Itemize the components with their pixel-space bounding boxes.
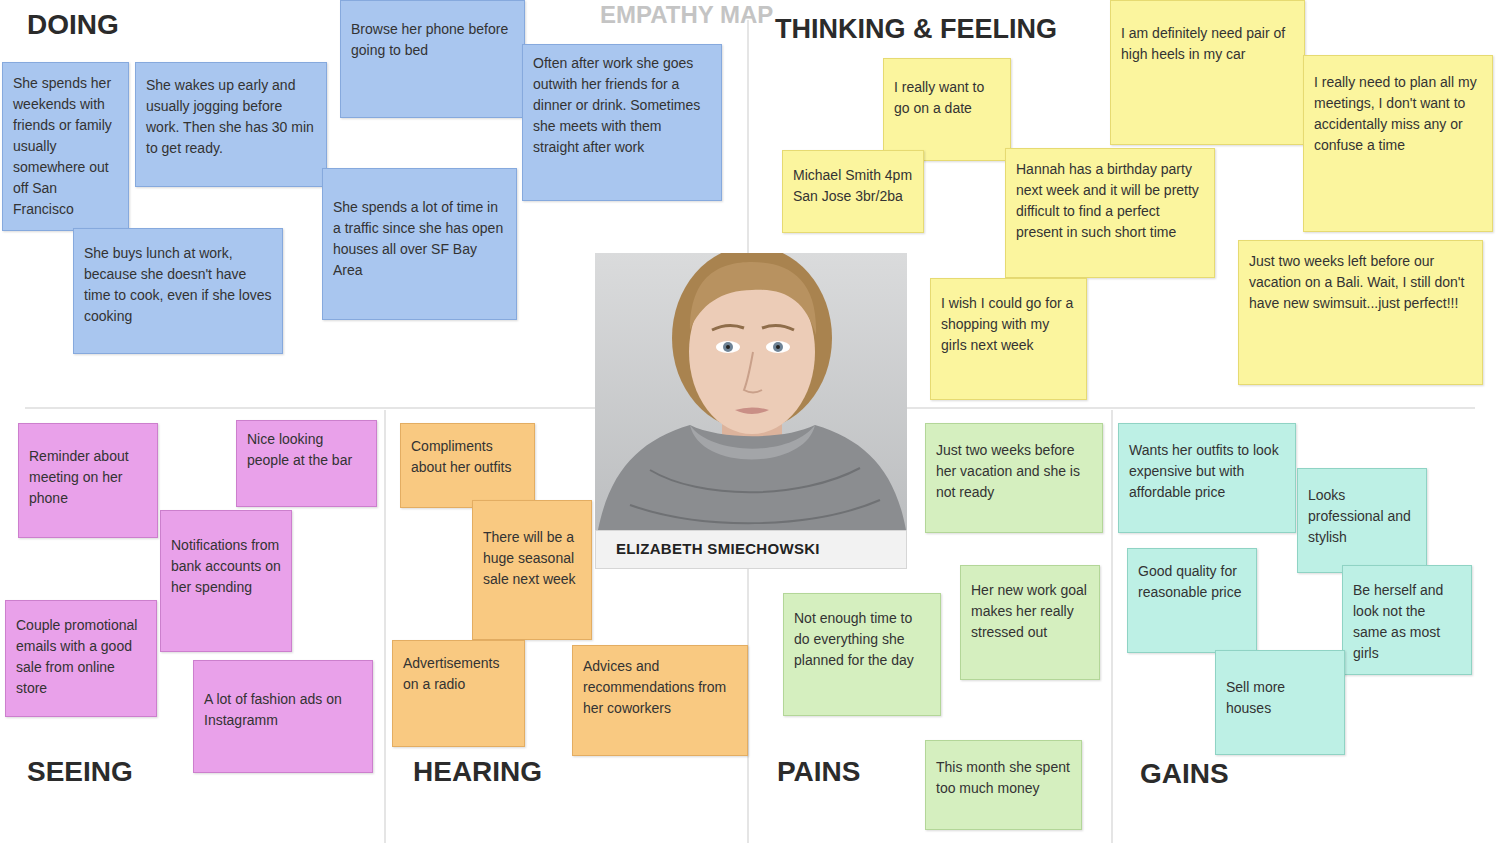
scarf — [598, 425, 906, 530]
sticky-note: This month she spent too much money — [925, 740, 1082, 830]
section-heading: SEEING — [27, 757, 133, 788]
sticky-note: Hannah has a birthday party next week an… — [1005, 148, 1215, 278]
note-text: I really want to go on a date — [894, 77, 1000, 119]
note-text: Nice looking people at the bar — [247, 429, 366, 471]
hair-front — [690, 262, 816, 335]
pupil — [726, 345, 730, 349]
nose — [744, 352, 762, 393]
sticky-note: Good quality for reasonable price — [1127, 548, 1257, 653]
section-heading: DOING — [27, 10, 119, 41]
divider-line — [384, 410, 386, 843]
note-text: Advertisements on a radio — [403, 653, 514, 695]
eye — [766, 341, 790, 353]
sticky-note: I wish I could go for a shopping with my… — [930, 278, 1087, 400]
note-text: I wish I could go for a shopping with my… — [941, 293, 1076, 356]
sticky-note: Sell more houses — [1215, 650, 1345, 755]
divider-line — [747, 20, 749, 253]
scarf-fold — [690, 425, 815, 460]
note-text: Reminder about meeting on her phone — [29, 446, 147, 509]
divider-line — [907, 407, 1475, 409]
note-text: There will be a huge seasonal sale next … — [483, 527, 581, 590]
note-text: She spends a lot of time in a traffic si… — [333, 197, 506, 281]
sticky-note: There will be a huge seasonal sale next … — [472, 500, 592, 640]
iris — [773, 342, 783, 352]
note-text: I am definitely need pair of high heels … — [1121, 23, 1294, 65]
note-text: I really need to plan all my meetings, I… — [1314, 72, 1482, 156]
sticky-note: Be herself and look not the same as most… — [1342, 565, 1472, 675]
pupil — [776, 345, 780, 349]
eye — [716, 341, 740, 353]
sticky-note: Compliments about her outfits — [400, 423, 535, 508]
note-text: Sell more houses — [1226, 677, 1334, 719]
sticky-note: Advertisements on a radio — [392, 640, 525, 747]
sticky-note: Wants her outfits to look expensive but … — [1118, 423, 1296, 533]
note-text: She buys lunch at work, because she does… — [84, 243, 272, 327]
iris — [723, 342, 733, 352]
note-text: Compliments about her outfits — [411, 436, 524, 478]
sticky-note: Advices and recommendations from her cow… — [572, 645, 748, 756]
note-text: Michael Smith 4pm San Jose 3br/2ba — [793, 165, 913, 207]
note-text: This month she spent too much money — [936, 757, 1071, 799]
divider-line — [1111, 410, 1113, 843]
section-heading: HEARING — [413, 757, 542, 788]
sticky-note: A lot of fashion ads on Instagramm — [193, 660, 373, 773]
sticky-note: I really need to plan all my meetings, I… — [1303, 55, 1493, 232]
note-text: Just two weeks before her vacation and s… — [936, 440, 1092, 503]
note-text: Browse her phone before going to bed — [351, 19, 514, 61]
sticky-note: I am definitely need pair of high heels … — [1110, 0, 1305, 145]
sticky-note: Not enough time to do everything she pla… — [783, 593, 941, 716]
sticky-note: Just two weeks left before our vacation … — [1238, 240, 1483, 385]
section-heading: GAINS — [1140, 759, 1229, 790]
note-text: Notifications from bank accounts on her … — [171, 535, 281, 598]
section-heading: PAINS — [777, 757, 861, 788]
sticky-note: Reminder about meeting on her phone — [18, 423, 158, 538]
note-text: She wakes up early and usually jogging b… — [146, 75, 316, 159]
portrait-photo — [595, 253, 907, 530]
note-text: Often after work she goes outwith her fr… — [533, 53, 711, 158]
sticky-note: Notifications from bank accounts on her … — [160, 510, 292, 652]
sticky-note: Michael Smith 4pm San Jose 3br/2ba — [782, 150, 924, 233]
note-text: Her new work goal makes her really stres… — [971, 580, 1089, 643]
sticky-note: Nice looking people at the bar — [236, 420, 377, 507]
eyebrow — [712, 325, 744, 330]
scarf-fold-line — [630, 468, 880, 523]
note-text: Be herself and look not the same as most… — [1353, 580, 1461, 664]
note-text: Advices and recommendations from her cow… — [583, 656, 737, 719]
note-text: Looks professional and stylish — [1308, 485, 1416, 548]
sticky-note: Browse her phone before going to bed — [340, 0, 525, 118]
sticky-note: She wakes up early and usually jogging b… — [135, 62, 327, 187]
lips — [735, 408, 769, 415]
person-name: ELIZABETH SMIECHOWSKI — [616, 539, 896, 558]
note-text: Couple promotional emails with a good sa… — [16, 615, 146, 699]
sticky-note: Just two weeks before her vacation and s… — [925, 423, 1103, 533]
eyebrow — [762, 325, 794, 330]
photo-background — [595, 253, 907, 530]
note-text: Just two weeks left before our vacation … — [1249, 251, 1472, 314]
sticky-note: Often after work she goes outwith her fr… — [522, 44, 722, 201]
note-text: She spends her weekends with friends or … — [13, 73, 118, 220]
sticky-note: I really want to go on a date — [883, 58, 1011, 161]
section-heading: THINKING & FEELING — [775, 15, 1057, 45]
note-text: A lot of fashion ads on Instagramm — [204, 689, 362, 731]
note-text: Not enough time to do everything she pla… — [794, 608, 930, 671]
map-title: EMPATHY MAP — [600, 2, 773, 28]
divider-line — [25, 407, 595, 409]
sticky-note: Couple promotional emails with a good sa… — [5, 600, 157, 717]
note-text: Good quality for reasonable price — [1138, 561, 1246, 603]
sticky-note: Her new work goal makes her really stres… — [960, 565, 1100, 680]
sticky-note: Looks professional and stylish — [1297, 468, 1427, 573]
sticky-note: She spends her weekends with friends or … — [2, 62, 129, 231]
note-text: Hannah has a birthday party next week an… — [1016, 159, 1204, 243]
name-card: ELIZABETH SMIECHOWSKI — [595, 530, 907, 569]
sticky-note: She buys lunch at work, because she does… — [73, 228, 283, 354]
sticky-note: She spends a lot of time in a traffic si… — [322, 168, 517, 320]
note-text: Wants her outfits to look expensive but … — [1129, 440, 1285, 503]
